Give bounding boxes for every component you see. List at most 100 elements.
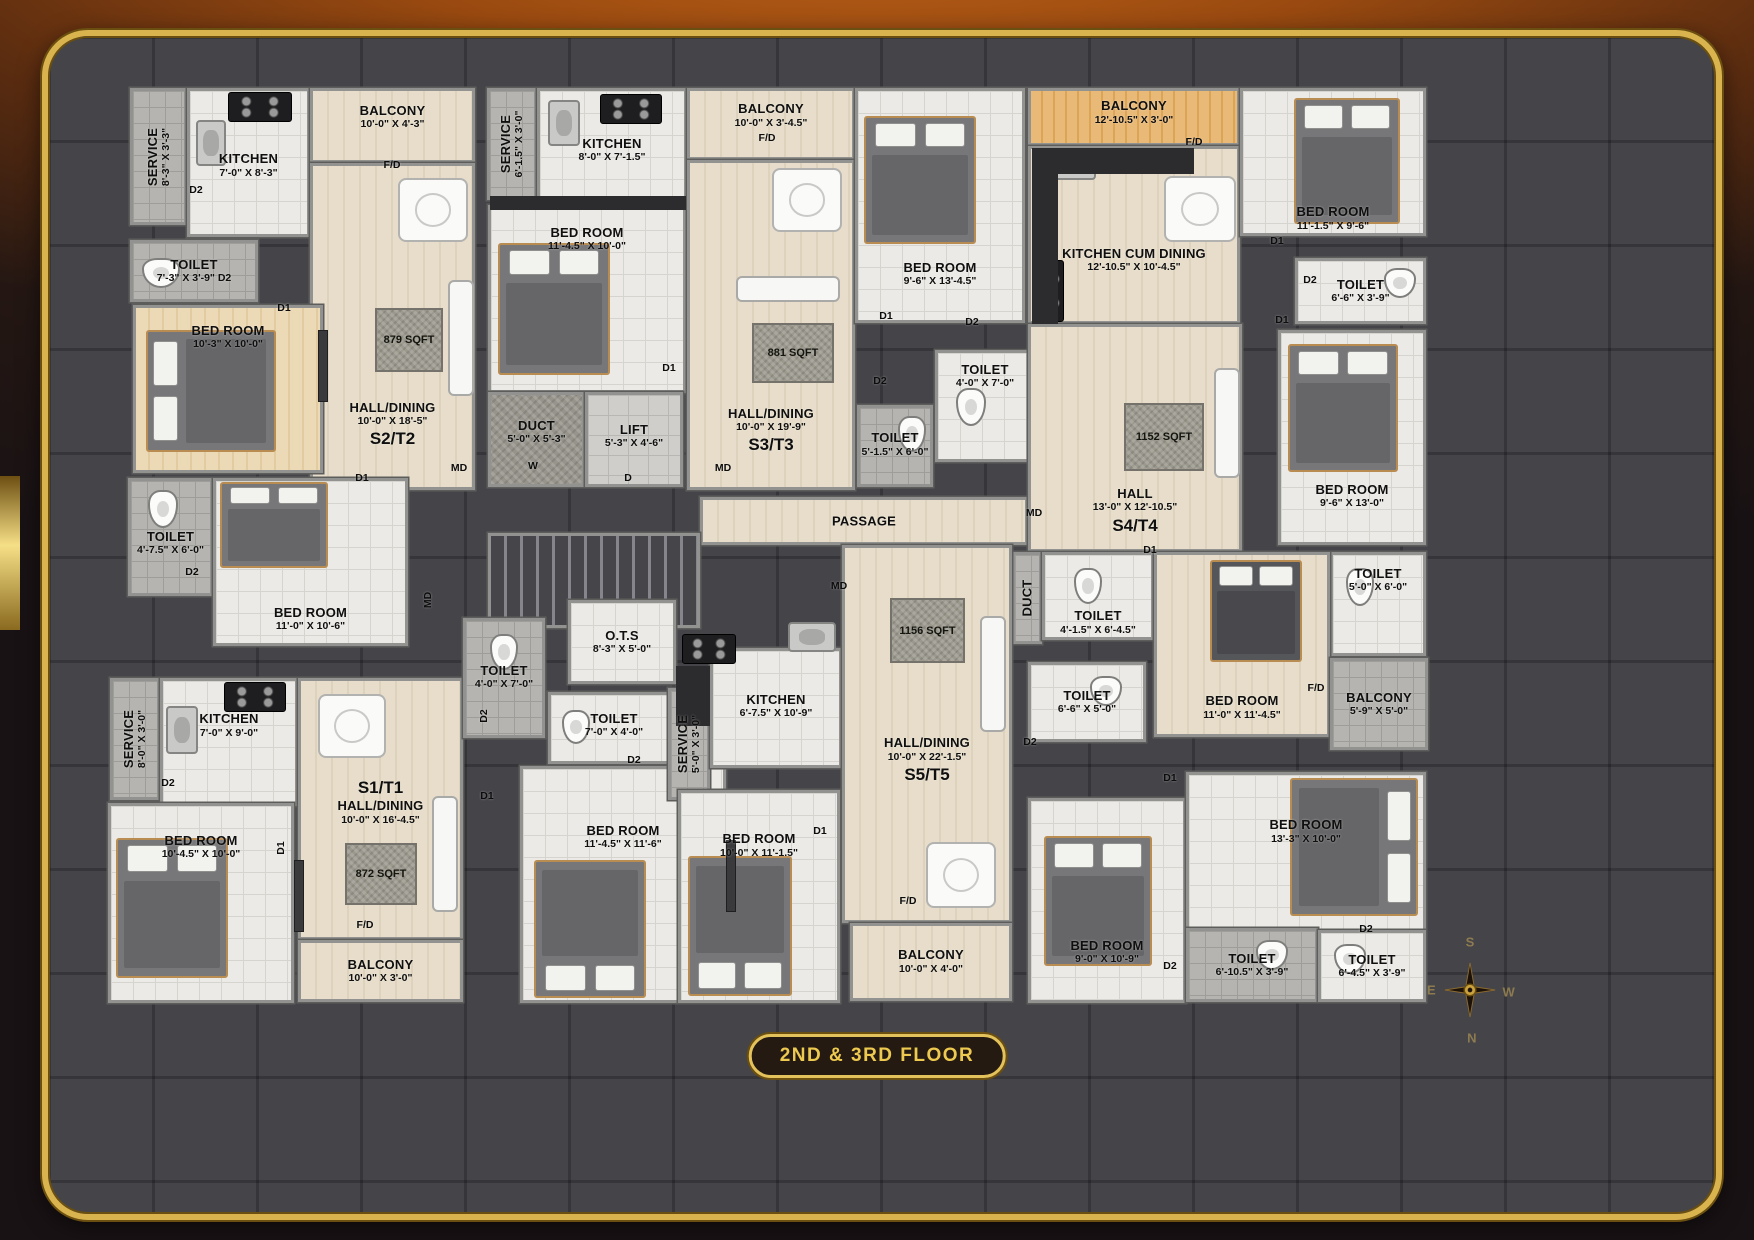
wc-icon [142,258,180,288]
table-icon [398,178,468,242]
door-label-md: MD [714,462,732,474]
bed-icon [220,482,328,568]
door-label-f-d: F/D [383,159,401,171]
wc-icon [1346,568,1374,606]
room-balcony-s3 [687,88,855,160]
counter-icon [676,666,710,726]
wc-icon [1090,676,1122,706]
door-label-d1: D1 [879,310,893,322]
room-service-s1 [110,678,160,800]
room-toilet-r2 [1318,930,1426,1002]
door-label-md: MD [830,580,848,592]
sink-icon [196,120,226,166]
door-label-d2: D2 [161,777,175,789]
bed-icon [146,330,276,452]
sofa-icon [1214,368,1240,478]
room-label-passage: PASSAGE [831,513,897,529]
wardrobe-icon [318,330,328,402]
room-service-s3 [487,88,537,200]
compass-star-icon [1444,962,1496,1018]
left-gold-accent [0,476,20,630]
room-balcony-s1 [298,940,463,1002]
bed-icon [498,243,610,375]
door-label-d1: D1 [1143,544,1157,556]
door-label-w: W [528,460,538,472]
table-icon [772,168,842,232]
door-label-d2: D2 [965,316,979,328]
sink-icon [166,706,198,754]
wc-icon [1334,944,1366,974]
sqft-block: 872 SQFT [345,843,417,905]
room-toilet-b-s1 [548,692,680,764]
wardrobe-icon [294,860,304,932]
door-label-d: D [624,472,632,484]
wc-icon [1074,568,1102,604]
room-service-s2 [130,88,187,225]
counter-icon [1032,148,1194,174]
door-label-d2: D2 [873,375,887,387]
table-icon [1164,176,1236,242]
stove-icon [682,634,736,664]
room-toilet-r1 [1186,928,1318,1002]
room-balcony-s4 [1028,88,1240,146]
room-duct-s4 [1012,552,1042,644]
bed-icon [1288,344,1398,472]
room-balcony-s2 [310,88,475,163]
room-lift [585,392,683,487]
sqft-block: 879 SQFT [375,308,443,372]
room-duct [488,392,585,487]
door-label-d2: D2 [478,709,490,723]
room-passage [700,497,1028,545]
wc-icon [898,416,926,452]
counter-icon [490,196,686,210]
door-label-d1: D1 [277,302,291,314]
door-label-d1: D1 [1270,235,1284,247]
compass-left-label: E [1427,982,1436,998]
door-label-d2: D2 [189,184,203,196]
wardrobe-icon [726,840,736,912]
bed-icon [864,116,976,244]
bed-icon [688,856,792,996]
door-label-d1: D1 [662,362,676,374]
door-label-md: MD [1025,507,1043,519]
room-label-duct-s4: DUCT [1019,579,1035,617]
sofa-icon [448,280,474,396]
sink-icon [788,622,836,652]
room-toilet-a-s2 [130,240,258,302]
stove-icon [224,682,286,712]
door-label-d1: D1 [355,472,369,484]
door-label-d1: D1 [275,841,287,855]
door-label-d2: D2 [1303,274,1317,286]
compass-rose: S E W N [1424,935,1516,1045]
